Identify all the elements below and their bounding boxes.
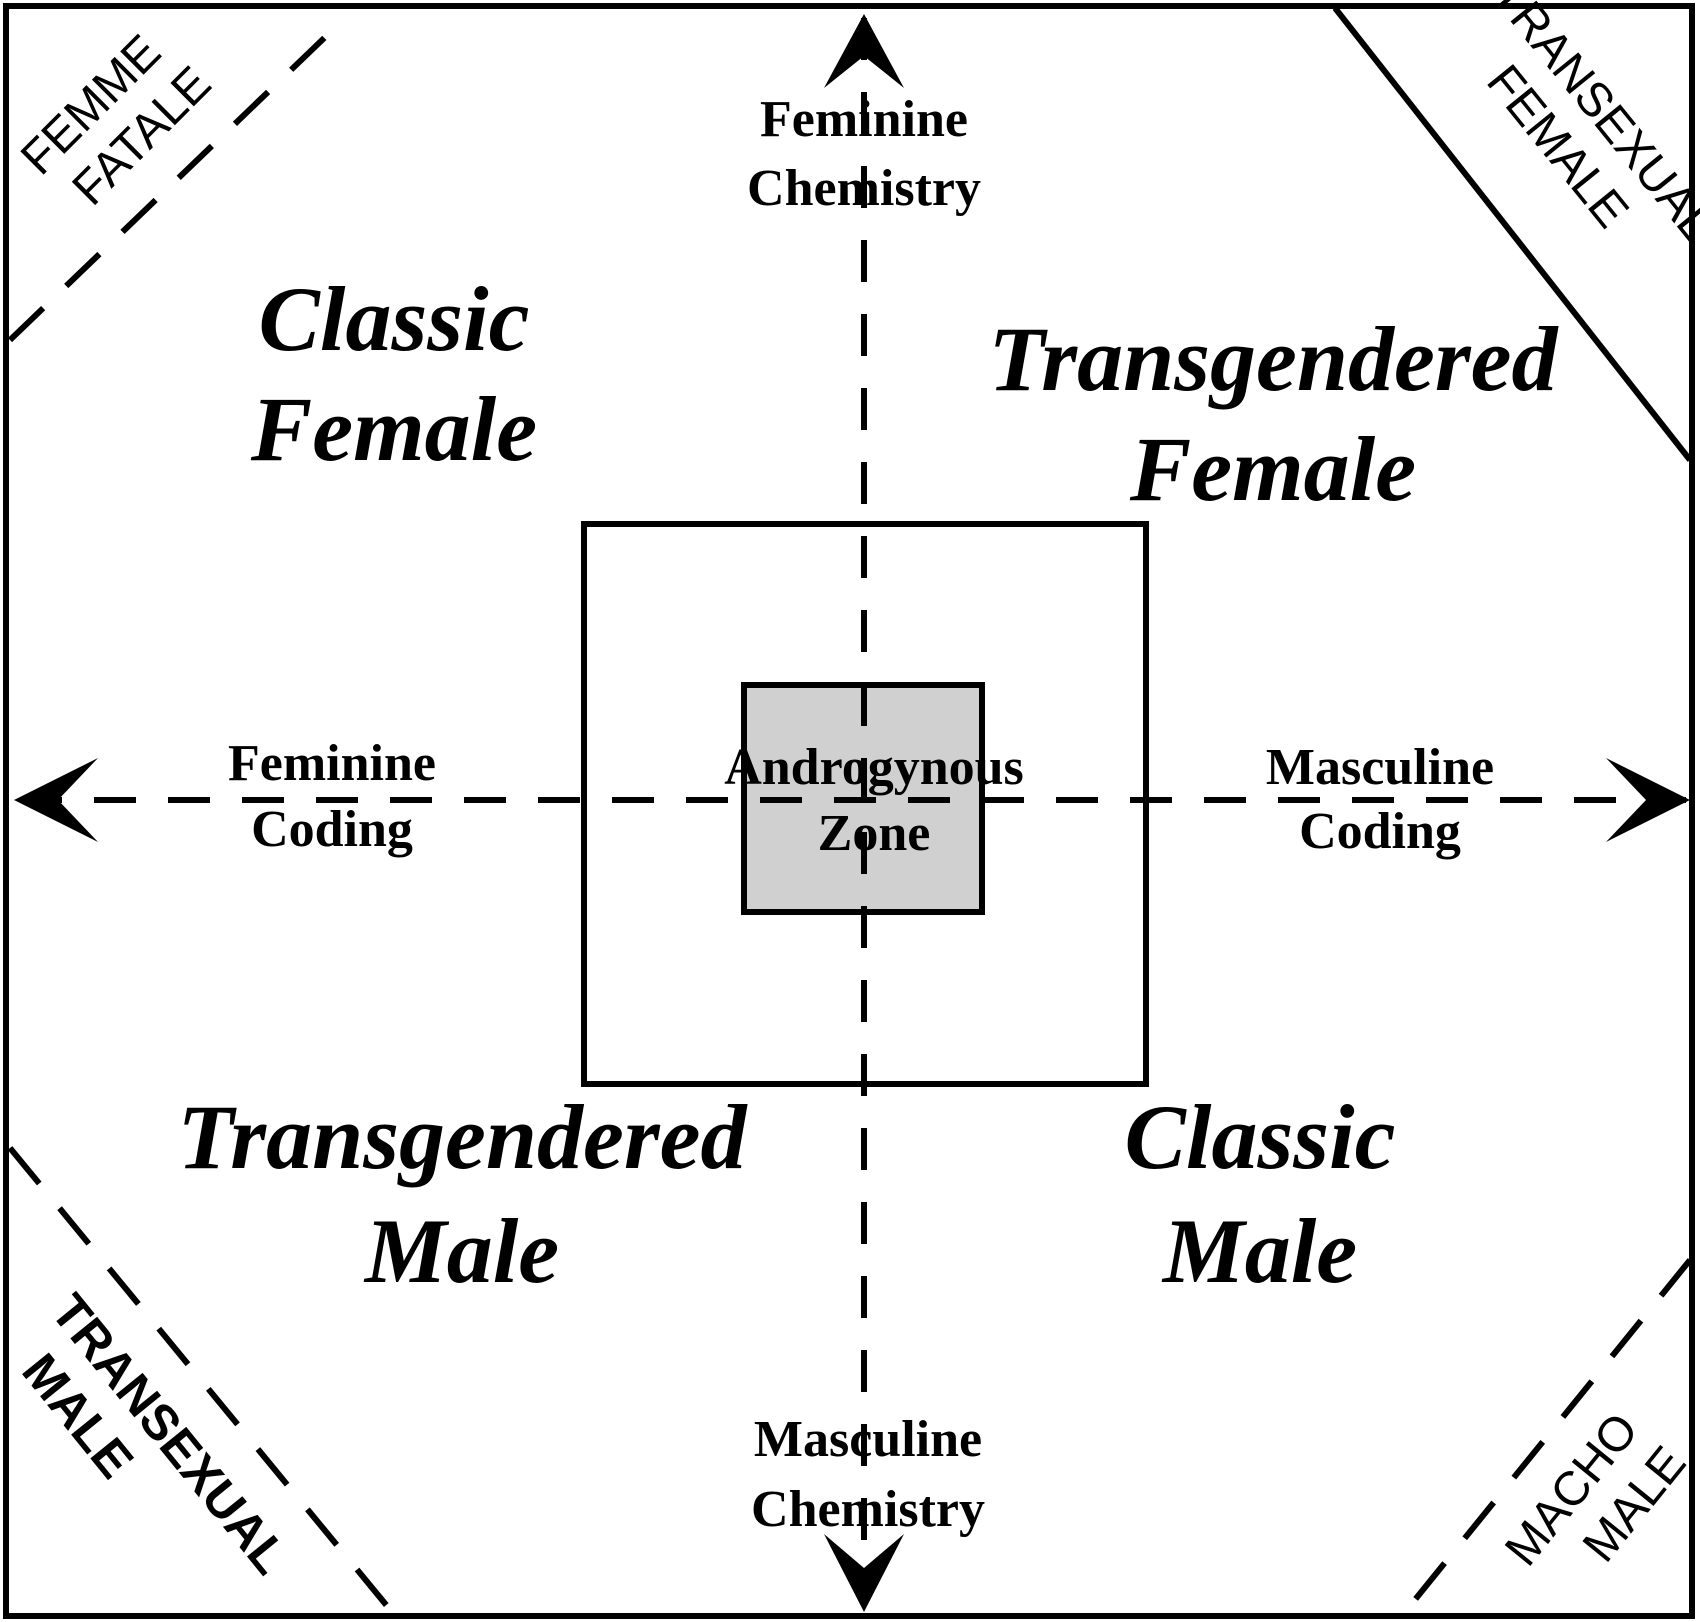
- quadrant-top-left: Classic Female: [250, 268, 537, 480]
- corner-label-bottom-right: MACHO MALE: [1495, 1404, 1696, 1576]
- quadrant-top-right: Transgendered Female: [988, 308, 1559, 520]
- arrow-right-icon: [1606, 758, 1690, 842]
- axis-label-top: Feminine Chemistry: [747, 91, 981, 217]
- quadrant-bottom-left-line2: Male: [363, 1200, 559, 1302]
- arrow-up-icon: [824, 14, 904, 88]
- corner-line-bottom-left: [7, 1146, 395, 1614]
- axis-label-right-line1: Masculine: [1266, 739, 1494, 796]
- quadrant-top-right-line1: Transgendered: [988, 308, 1559, 410]
- corner-label-top-right: TRANSEXUAL FEMALE: [1476, 0, 1700, 251]
- quadrant-bottom-left-line1: Transgendered: [177, 1086, 748, 1188]
- quadrant-top-left-line2: Female: [250, 378, 537, 480]
- arrow-left-icon: [14, 758, 98, 842]
- quadrant-bottom-right: Classic Male: [1125, 1086, 1396, 1302]
- androgynous-zone-line1: Androgynous: [724, 739, 1024, 796]
- axis-label-bottom-line2: Chemistry: [751, 1481, 985, 1538]
- corner-label-top-left: FEMME FATALE: [11, 25, 221, 216]
- axis-label-bottom: Masculine Chemistry: [751, 1411, 985, 1538]
- corner-line-top-right: [1332, 6, 1693, 462]
- axis-label-left-line2: Coding: [251, 801, 413, 858]
- quadrant-bottom-right-line1: Classic: [1125, 1086, 1396, 1188]
- quadrant-top-left-line1: Classic: [259, 268, 530, 370]
- arrow-down-icon: [824, 1534, 904, 1612]
- axis-label-left-line1: Feminine: [228, 735, 436, 792]
- corner-label-bottom-left: TRANSEXUAL MALE: [12, 1284, 300, 1585]
- androgynous-zone-line2: Zone: [818, 805, 931, 862]
- quadrant-top-right-line2: Female: [1129, 418, 1416, 520]
- quadrant-bottom-left: Transgendered Male: [177, 1086, 748, 1302]
- axis-label-bottom-line1: Masculine: [754, 1411, 982, 1468]
- androgynous-zone-label: Androgynous Zone: [724, 739, 1024, 862]
- axis-label-right-line2: Coding: [1299, 803, 1461, 860]
- axis-label-left: Feminine Coding: [228, 735, 436, 858]
- axis-label-right: Masculine Coding: [1266, 739, 1494, 860]
- quadrant-bottom-right-line2: Male: [1161, 1200, 1357, 1302]
- outer-frame: [3, 3, 1695, 1619]
- axis-label-top-line1: Feminine: [760, 91, 968, 148]
- axis-label-top-line2: Chemistry: [747, 160, 981, 217]
